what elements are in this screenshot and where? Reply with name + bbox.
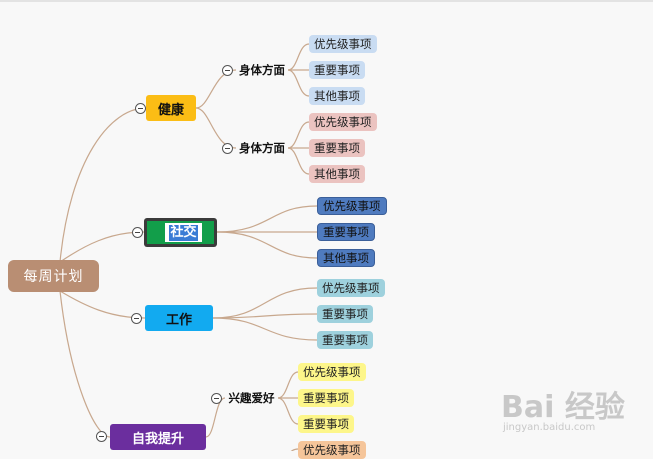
- item-lower-1[interactable]: 优先级事项: [298, 441, 366, 459]
- connector-body2-item1: [287, 121, 310, 149]
- collapse-work-toggle[interactable]: [131, 313, 142, 324]
- connector-social-item1: [216, 205, 318, 233]
- subtopic-hobby[interactable]: 兴趣爱好: [228, 391, 275, 405]
- watermark-logo: Bai 经验: [501, 390, 625, 425]
- collapse-health-toggle[interactable]: [135, 103, 146, 114]
- branch-self-improvement[interactable]: 自我提升: [110, 424, 206, 450]
- baidu-jingyan-watermark: Bai 经验 jingyan.baidu.com: [495, 378, 645, 438]
- item-hobby-2[interactable]: 重要事项: [298, 389, 354, 407]
- branch-health[interactable]: 健康: [146, 95, 196, 121]
- item-health-body2-3[interactable]: 其他事项: [309, 165, 365, 183]
- connector-health-body1: [195, 69, 237, 109]
- item-hobby-3[interactable]: 重要事项: [298, 415, 354, 433]
- watermark-url: jingyan.baidu.com: [503, 422, 596, 433]
- item-health-body1-3[interactable]: 其他事项: [309, 87, 365, 105]
- collapse-body2-toggle[interactable]: [222, 143, 233, 154]
- connector-root-growth: [59, 290, 111, 438]
- branch-social: 社交: [147, 221, 214, 244]
- branch-work[interactable]: 工作: [145, 305, 213, 331]
- item-work-3[interactable]: 重要事项: [317, 331, 373, 349]
- item-work-2[interactable]: 重要事项: [317, 305, 373, 323]
- connector-work-item1: [212, 287, 318, 319]
- item-hobby-1[interactable]: 优先级事项: [298, 363, 366, 381]
- connector-growth-hobby: [205, 397, 226, 438]
- branch-social-selected[interactable]: 社交: [144, 218, 217, 247]
- branch-social-label: 社交: [169, 224, 198, 241]
- window-top-border: [0, 0, 653, 2]
- connector-hobby-item1: [277, 371, 299, 399]
- subtopic-body-2[interactable]: 身体方面: [239, 141, 285, 155]
- connector-root-social: [59, 231, 145, 263]
- collapse-social-toggle[interactable]: [132, 227, 143, 238]
- connector-body1-item1: [287, 43, 310, 71]
- item-work-1[interactable]: 优先级事项: [317, 279, 385, 297]
- connector-body2-item3: [287, 147, 310, 175]
- connector-health-body2: [195, 107, 237, 149]
- subtopic-body-1[interactable]: 身体方面: [239, 63, 285, 77]
- connector-work-item2: [212, 313, 318, 319]
- connector-work-item3: [212, 317, 318, 341]
- connector-hobby-item3: [277, 397, 299, 425]
- item-health-body1-1[interactable]: 优先级事项: [309, 35, 377, 53]
- item-social-1[interactable]: 优先级事项: [317, 197, 387, 215]
- connector-lower-item1: [290, 448, 299, 451]
- item-social-3[interactable]: 其他事项: [317, 249, 375, 267]
- root-node[interactable]: 每周计划: [8, 260, 99, 292]
- connector-root-health: [59, 107, 147, 263]
- item-health-body1-2[interactable]: 重要事项: [309, 61, 365, 79]
- item-health-body2-1[interactable]: 优先级事项: [309, 113, 377, 131]
- item-social-2[interactable]: 重要事项: [317, 223, 375, 241]
- item-health-body2-2[interactable]: 重要事项: [309, 139, 365, 157]
- connector-social-item3: [216, 231, 318, 259]
- collapse-body1-toggle[interactable]: [222, 65, 233, 76]
- connector-body1-item3: [287, 69, 310, 97]
- branch-social-edit-field[interactable]: 社交: [165, 223, 202, 242]
- collapse-hobby-toggle[interactable]: [211, 393, 222, 404]
- collapse-growth-toggle[interactable]: [96, 431, 107, 442]
